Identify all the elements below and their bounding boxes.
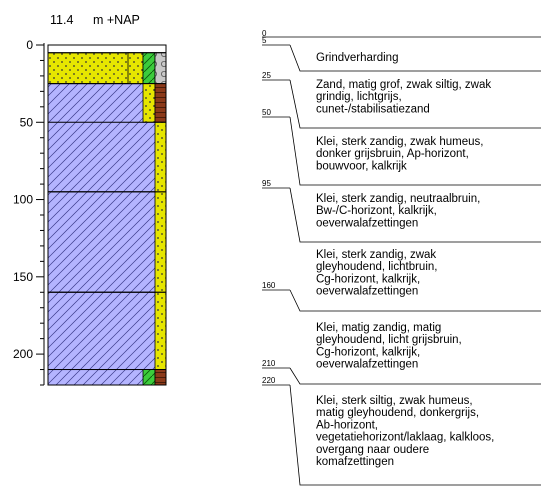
layer-description-line: Cg-horizont, kalkrijk,: [316, 273, 420, 285]
layer-description-line: Klei, sterk zandig, zwak humeus,: [316, 136, 483, 148]
elevation-unit: m +NAP: [93, 13, 140, 27]
layer-description-line: oeverwalafzettingen: [316, 217, 418, 229]
layer-description-line: Ab-horizont,: [316, 419, 378, 431]
subcolumn-sand: [143, 84, 155, 123]
layer-description-line: gleyhoudend, licht grijsbruin,: [316, 334, 462, 346]
layer-description-line: overgang naar oudere: [316, 444, 429, 456]
subcolumn-sand: [128, 53, 143, 84]
subcolumn-sand: [155, 192, 166, 292]
subcolumn-green: [143, 53, 155, 84]
subcolumn-gravel: [155, 53, 166, 84]
tick-label: 0: [26, 38, 33, 52]
layer-depth-label: 95: [262, 179, 271, 188]
subcolumn-humus: [155, 84, 166, 123]
column-block-clay: [48, 192, 166, 292]
layer-description-line: komafzettingen: [316, 456, 394, 468]
layer-description-line: Klei, sterk zandig, zwak: [316, 249, 436, 261]
column-block-clay: [48, 292, 166, 369]
layer-depth-label: 220: [262, 376, 276, 385]
layer-description-line: vegetatiehorizont/laklaag, kalkloos,: [316, 432, 494, 444]
subcolumn-sand: [155, 292, 166, 369]
tick-label: 100: [13, 193, 33, 207]
tick-label: 150: [13, 270, 33, 284]
layer-depth-label: 5: [262, 36, 267, 45]
depth-axis-ticks: 0 50 100 150 200: [13, 38, 44, 385]
tick-label: 200: [13, 347, 33, 361]
layer-description-line: bouwvoor, kalkrijk: [316, 160, 407, 172]
layer-description-line: Klei, sterk siltig, zwak humeus,: [316, 395, 473, 407]
subcolumn-green: [143, 370, 155, 385]
layer-description-line: Zand, matig grof, zwak siltig, zwak: [316, 79, 491, 91]
layer-depth-label: 160: [262, 281, 276, 290]
layer-description-line: oeverwalafzettingen: [316, 286, 418, 298]
subcolumn-sand: [155, 122, 166, 192]
layer-description-line: Grindverharding: [316, 52, 398, 64]
layer-description-line: gleyhoudend, lichtbruin,: [316, 261, 437, 273]
layer-depth-label: 50: [262, 108, 271, 117]
layer-depth-label: 25: [262, 71, 271, 80]
layer-description-line: grindig, lichtgrijs,: [316, 91, 402, 103]
layer-description: 210 Klei, matig zandig, matiggleyhoudend,…: [262, 322, 541, 384]
layer-description-line: oeverwalafzettingen: [316, 359, 418, 371]
layer-depth-label: 210: [262, 359, 276, 368]
layer-description-line: cunet-/stabilisatiezand: [316, 103, 430, 115]
layer-description-line: donker grijsbruin, Ap-horizont,: [316, 148, 469, 160]
layer-description-line: Klei, matig zandig, matig: [316, 322, 441, 334]
layer-description-line: matig gleyhoudend, donkergrijs,: [316, 407, 479, 419]
subcolumn-humus: [155, 370, 166, 385]
layer-description-line: Bw-/C-horizont, kalkrijk,: [316, 205, 437, 217]
layer-description-line: Klei, sterk zandig, neutraalbruin,: [316, 193, 480, 205]
tick-label: 50: [20, 115, 34, 129]
elevation-value: 11.4: [50, 13, 73, 27]
layer-description: 160 Klei, sterk zandig, zwakgleyhoudend, …: [262, 249, 541, 311]
layer-description-line: Cg-horizont, kalkrijk,: [316, 346, 420, 358]
